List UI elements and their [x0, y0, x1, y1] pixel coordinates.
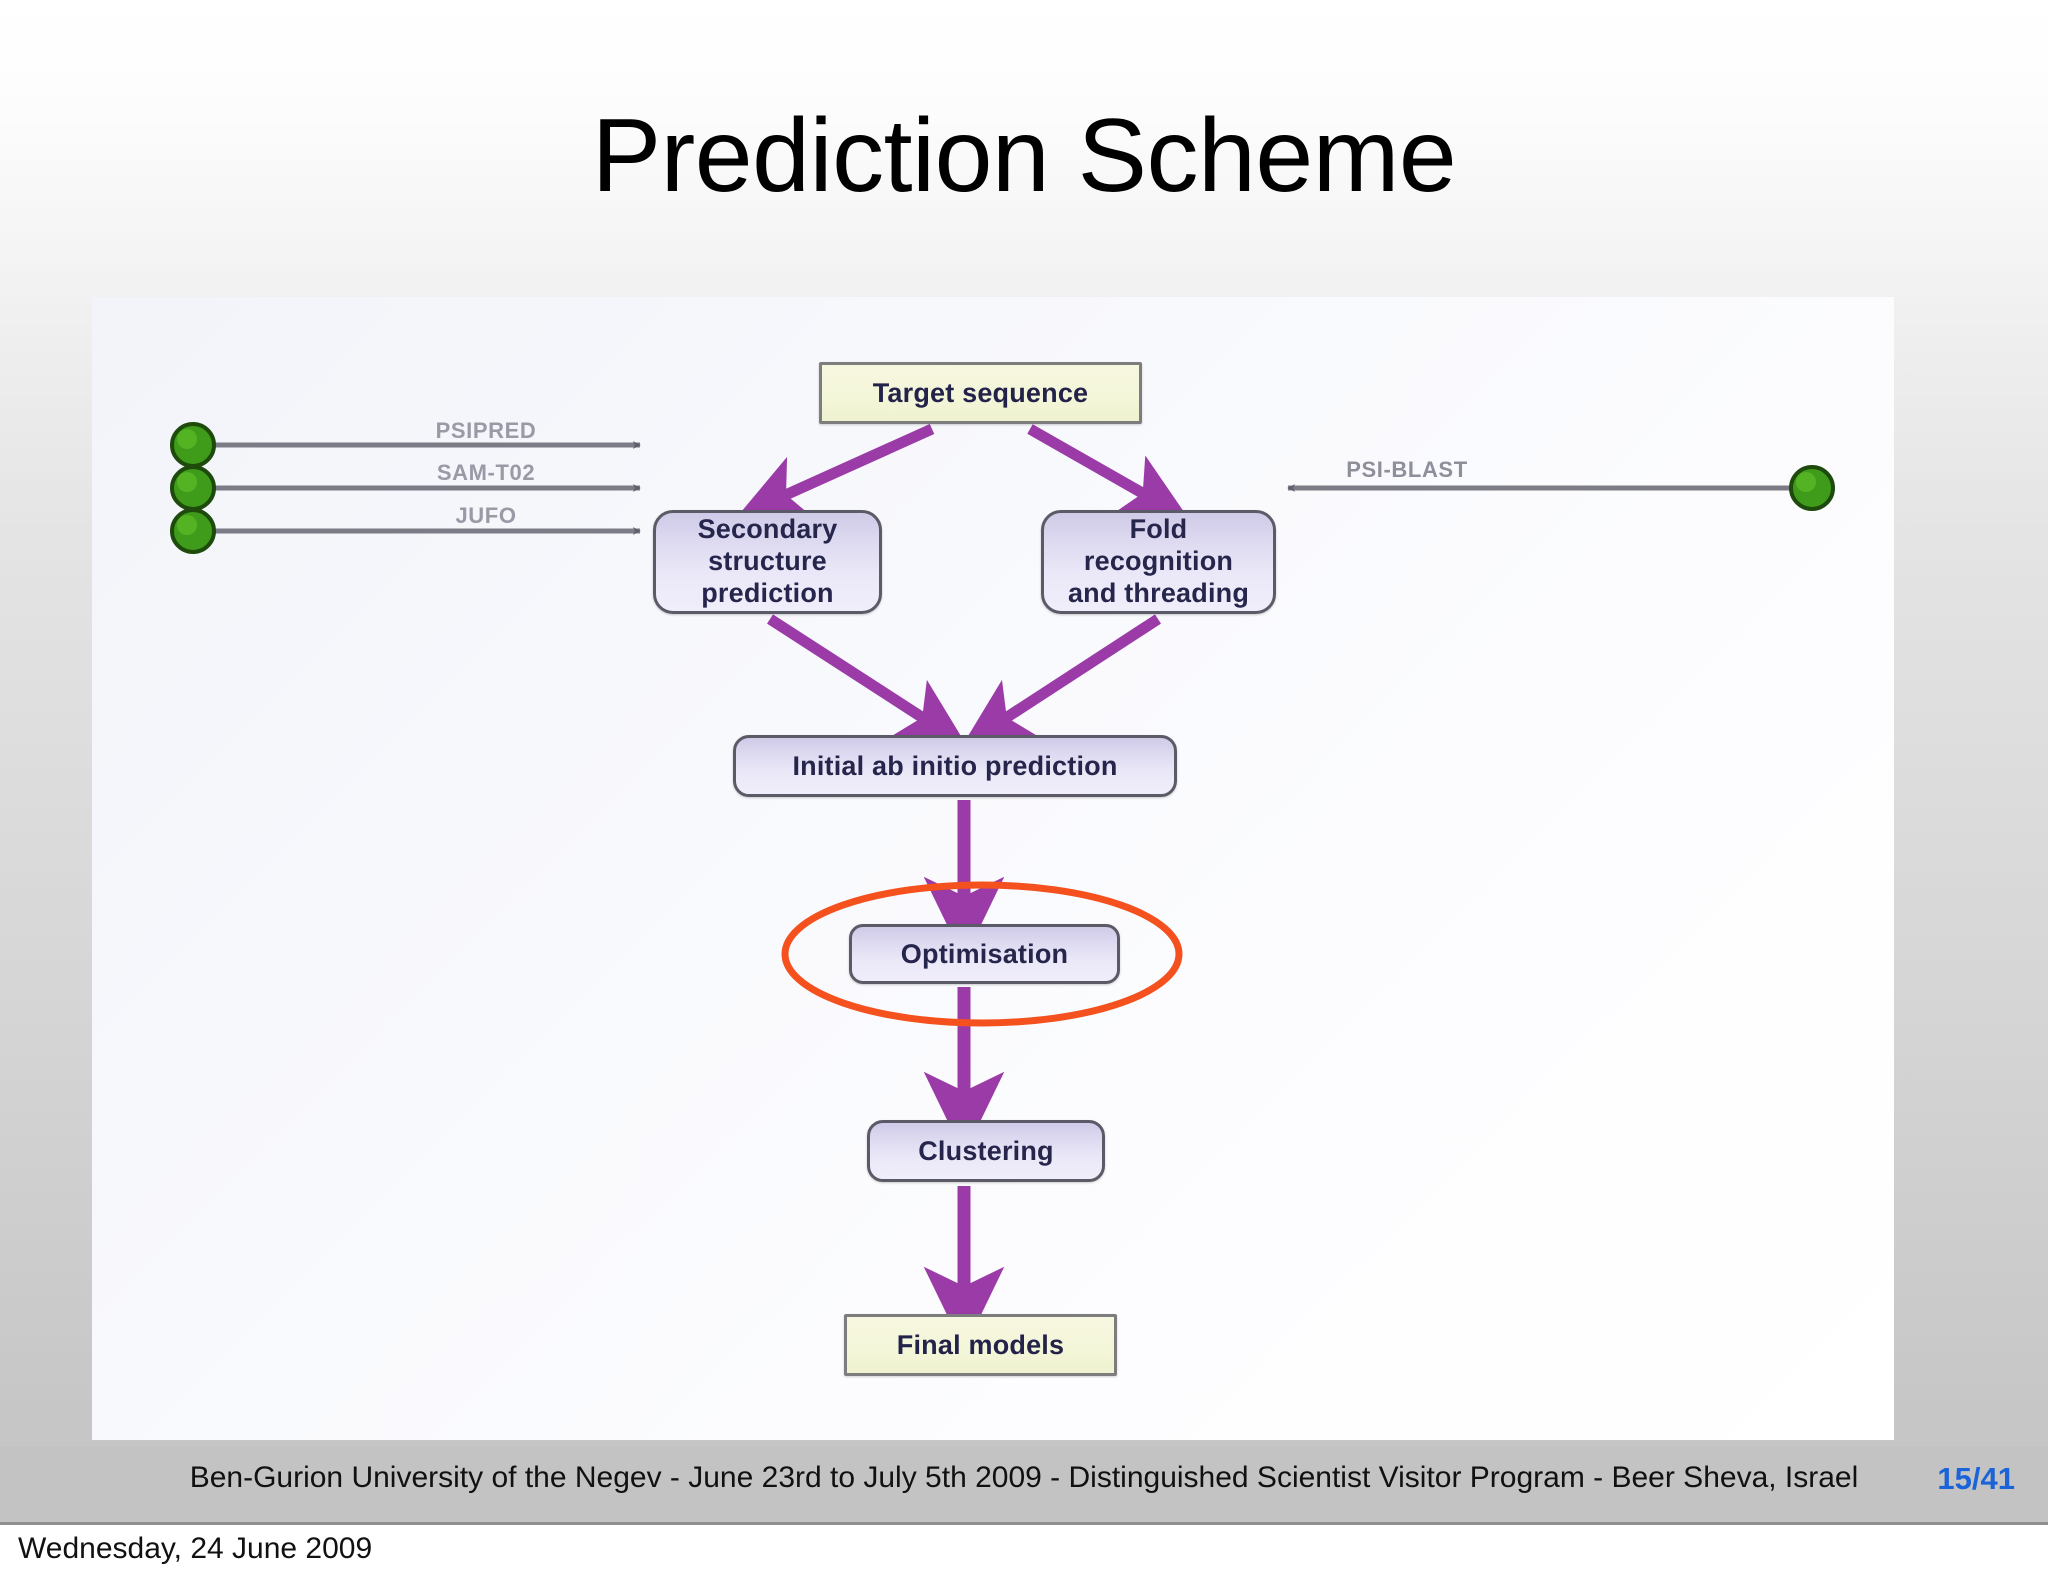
edge-label-psipred: PSIPRED — [435, 418, 537, 443]
node-optimisation[interactable]: Optimisation — [849, 924, 1120, 984]
node-secondary-structure-prediction[interactable]: Secondary structure prediction — [653, 510, 882, 614]
edge-label-jufo: JUFO — [455, 503, 517, 528]
arrow-target-to-secondary — [736, 423, 935, 520]
edge-label-psi-blast: PSI-BLAST — [1346, 457, 1468, 482]
input-dot-psipred-icon — [170, 422, 216, 468]
date-bar: Wednesday, 24 June 2009 — [0, 1525, 2048, 1576]
node-clustering[interactable]: Clustering — [867, 1120, 1105, 1182]
footer-bar: Ben-Gurion University of the Negev - Jun… — [0, 1447, 2048, 1525]
node-fold-line-2: recognition — [1083, 546, 1234, 577]
arrow-fold-to-initial — [961, 614, 1161, 747]
node-initial-ab-initio-prediction[interactable]: Initial ab initio prediction — [733, 735, 1177, 797]
footer-conference-text: Ben-Gurion University of the Negev - Jun… — [189, 1461, 1859, 1494]
page-title: Prediction Scheme — [591, 98, 1457, 214]
node-secondary-line-2: structure — [708, 546, 827, 577]
node-fold-line-1: Fold — [1129, 514, 1188, 545]
arrow-secondary-to-initial — [767, 614, 968, 747]
node-fold-recognition-and-threading[interactable]: Fold recognition and threading — [1041, 510, 1276, 614]
node-secondary-line-3: prediction — [701, 577, 834, 608]
footer-page-number: 15/41 — [1937, 1461, 2015, 1496]
presentation-date: Wednesday, 24 June 2009 — [18, 1532, 373, 1565]
input-dot-jufo-icon — [170, 508, 216, 554]
node-secondary-line-1: Secondary — [697, 514, 838, 545]
node-target-sequence[interactable]: Target sequence — [819, 362, 1142, 424]
highlight-ellipse-optimisation — [781, 881, 1183, 1027]
prediction-scheme-diagram: Target sequence Secondary structure pred… — [92, 297, 1894, 1440]
input-dot-psiblast-icon — [1789, 465, 1835, 511]
node-fold-line-3: and threading — [1067, 577, 1250, 608]
edge-label-sam-t02: SAM-T02 — [436, 460, 536, 485]
arrow-target-to-fold — [1027, 424, 1190, 520]
input-dot-samt02-icon — [170, 465, 216, 511]
diagram-connectors — [170, 422, 1835, 1350]
node-final-models[interactable]: Final models — [844, 1314, 1117, 1376]
